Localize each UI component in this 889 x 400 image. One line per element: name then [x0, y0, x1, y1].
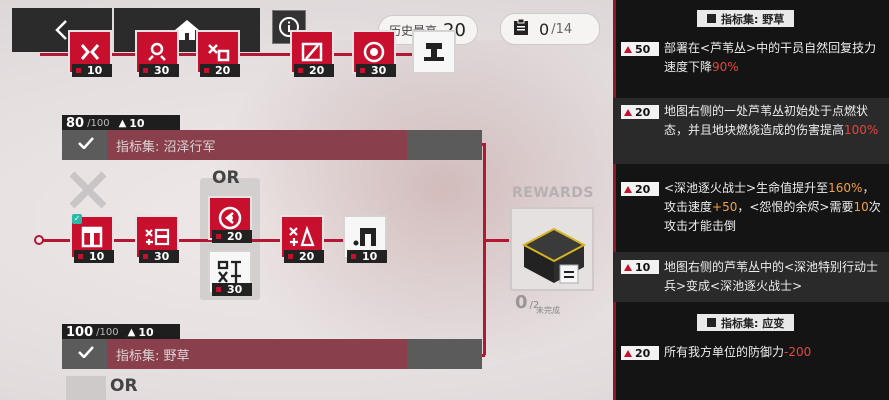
- panel-tag-weeds: 指标集: 野草: [697, 10, 795, 27]
- s1-cost-or-bottom: 30: [212, 283, 252, 296]
- s1-cost-1: 10: [74, 250, 114, 263]
- panel-entry-5: 20 所有我方单位的防御力-200: [613, 343, 889, 367]
- panel-tag-adapt: 指标集: 应变: [697, 314, 795, 331]
- section2-disabled-icon: [66, 376, 106, 400]
- checkmark-icon: [78, 346, 94, 362]
- section2-title-bar[interactable]: 指标集: 野草: [62, 339, 482, 369]
- rules-panel: 指标集: 野草 50 部署在<芦苇丛>中的干员自然回复技力速度下降90% 20 …: [613, 0, 889, 400]
- s1-cost-or-top: 20: [212, 230, 252, 243]
- section2-or-label: OR: [110, 376, 138, 396]
- section1-row-line: [40, 239, 380, 242]
- section1-score: 80/100 ▲10: [62, 115, 180, 131]
- top-tile-6[interactable]: [412, 30, 456, 74]
- section1-title: 指标集: 沼泽行军: [116, 139, 216, 155]
- home-icon: [174, 19, 200, 41]
- top-cost-2: 30: [139, 64, 179, 77]
- panel-entry-1: 50 部署在<芦苇丛>中的干员自然回复技力速度下降90%: [613, 37, 889, 77]
- panel-divider: [613, 0, 616, 400]
- tasks-total: /14: [551, 21, 573, 37]
- top-cost-1: 10: [72, 64, 112, 77]
- top-cost-4: 20: [294, 64, 334, 77]
- row-start-connector: [34, 235, 44, 245]
- panel-entry-4: 10 地图右侧的芦苇丛中的<深池特别行动士兵>变成<深池逐火战士>: [613, 252, 889, 302]
- task-clipboard-icon: [513, 18, 529, 40]
- section2-header: 100/100 ▲10 指标集: 野草: [62, 324, 482, 369]
- background-art: [210, 40, 630, 370]
- s1-tile-1-check: ✓: [72, 214, 82, 224]
- rewards-box[interactable]: [510, 207, 594, 291]
- rewards-status: 未完成: [536, 306, 560, 315]
- section1-or-label: OR: [212, 168, 240, 188]
- rewards-connector-horizontal: [485, 239, 509, 242]
- s1-cost-5: 10: [347, 250, 387, 263]
- panel-entry-3: 20 <深池逐火战士>生命值提升至160%，攻击速度+50，<怨恨的余烬>需要1…: [613, 177, 889, 239]
- section2-score: 100/100 ▲10: [62, 324, 180, 340]
- task-counter-button[interactable]: 0 /14: [500, 13, 600, 45]
- top-cost-3: 20: [200, 64, 240, 77]
- rewards-progress: 0 /2: [515, 292, 540, 313]
- top-cost-5: 30: [356, 64, 396, 77]
- section1-title-bar[interactable]: 指标集: 沼泽行军: [62, 130, 482, 160]
- s1-cost-2: 30: [139, 250, 179, 263]
- section2-title: 指标集: 野草: [116, 348, 190, 364]
- reward-box-icon: [518, 217, 590, 291]
- panel-entry-2: 20 地图右侧的一处芦苇丛初始处于点燃状态，并且地块燃烧造成的伤害提高100%: [613, 98, 889, 164]
- info-icon: [279, 17, 299, 37]
- s1-cost-4: 20: [284, 250, 324, 263]
- checkmark-icon: [78, 137, 94, 153]
- tasks-done: 0: [539, 19, 550, 39]
- section1-header: 80/100 ▲10 指标集: 沼泽行军: [62, 115, 482, 160]
- top-row-line: [40, 53, 450, 56]
- rewards-connector-vertical: [483, 143, 486, 355]
- rewards-label: REWARDS: [512, 185, 594, 201]
- back-arrow-icon: [53, 19, 71, 41]
- disabled-swords-icon: [66, 170, 110, 214]
